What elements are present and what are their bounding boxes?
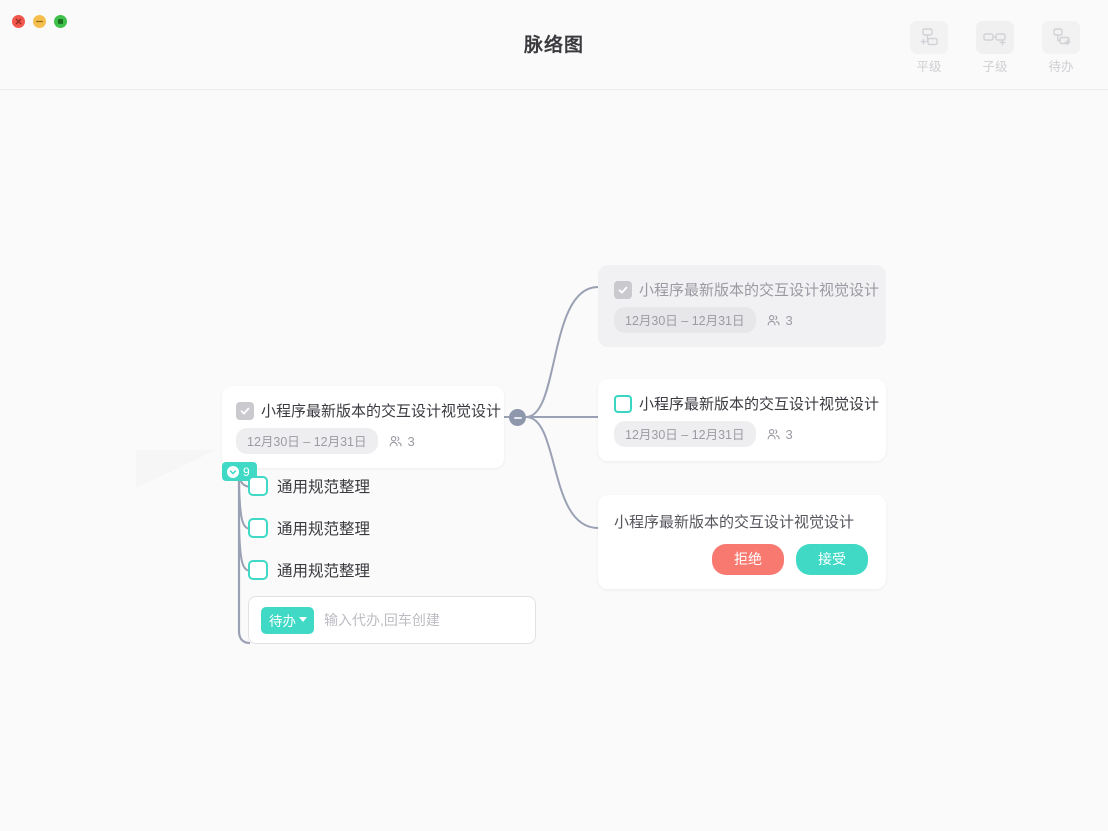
- minimize-window-button[interactable]: [33, 15, 46, 28]
- traffic-light-group: [12, 15, 67, 28]
- branch-card-meta: 12月30日 – 12月31日 3: [614, 421, 870, 447]
- branch-card-people-count: 3: [785, 426, 793, 442]
- new-todo-input[interactable]: 输入代办,回车创建: [324, 612, 440, 628]
- people-icon: [767, 428, 780, 439]
- check-circle-icon: [227, 465, 239, 478]
- branch-card-title: 小程序最新版本的交互设计视觉设计: [639, 396, 880, 413]
- invite-card-title-row: 小程序最新版本的交互设计视觉设计: [614, 511, 868, 532]
- branch-card-people: 3: [766, 313, 793, 328]
- main-node-date-range: 12月30日 – 12月31日: [236, 428, 378, 454]
- main-node-title-row: 小程序最新版本的交互设计视觉设计: [236, 400, 501, 421]
- branch-card-meta: 12月30日 – 12月31日 3: [614, 307, 870, 333]
- add-sibling-button[interactable]: 平级: [900, 20, 958, 76]
- subtask-checkbox[interactable]: [248, 518, 268, 538]
- subtask-label: 通用规范整理: [277, 563, 371, 580]
- invite-card-title: 小程序最新版本的交互设计视觉设计: [614, 514, 855, 531]
- sibling-node-add-icon: [910, 21, 948, 54]
- main-node-card[interactable]: 小程序最新版本的交互设计视觉设计 12月30日 – 12月31日 3: [222, 386, 504, 481]
- subtask-checkbox[interactable]: [248, 476, 268, 496]
- branch-card-checkbox[interactable]: [614, 280, 632, 299]
- invite-action-row: 拒绝 接受: [614, 544, 868, 575]
- branch-card-invite[interactable]: 小程序最新版本的交互设计视觉设计 拒绝 接受: [598, 495, 886, 589]
- accept-button[interactable]: 接受: [796, 544, 868, 575]
- subtask-label: 通用规范整理: [277, 479, 371, 496]
- add-child-label: 子级: [982, 60, 1008, 74]
- add-sibling-label: 平级: [916, 60, 942, 74]
- subtask-checkbox[interactable]: [248, 560, 268, 580]
- branch-card-date-range: 12月30日 – 12月31日: [614, 421, 756, 447]
- list-item[interactable]: 通用规范整理: [248, 559, 370, 581]
- todo-node-add-icon: [1042, 21, 1080, 54]
- people-icon: [767, 314, 780, 325]
- branch-card-people-count: 3: [785, 312, 793, 328]
- subtask-count-badge[interactable]: 9: [222, 462, 257, 481]
- page-title: 脉络图: [523, 35, 584, 56]
- branch-card-title: 小程序最新版本的交互设计视觉设计: [639, 282, 880, 299]
- new-todo-input-row[interactable]: 待办 输入代办,回车创建: [248, 596, 536, 644]
- title-bar: 脉络图 平级: [0, 0, 1108, 90]
- branch-card-checkbox[interactable]: [614, 394, 632, 413]
- subtask-count-value: 9: [243, 464, 250, 479]
- minus-icon: [513, 416, 522, 419]
- add-child-button[interactable]: 子级: [966, 20, 1024, 76]
- maximize-window-button[interactable]: [54, 15, 67, 28]
- child-node-add-icon: [976, 21, 1014, 54]
- main-node-title: 小程序最新版本的交互设计视觉设计: [261, 403, 502, 420]
- mindmap-canvas[interactable]: 小程序最新版本的交互设计视觉设计 12月30日 – 12月31日 3: [0, 91, 1108, 831]
- chevron-down-icon: [299, 617, 307, 622]
- main-node-people: 3: [388, 434, 415, 449]
- add-todo-button[interactable]: 待办: [1032, 20, 1090, 76]
- edge-lines: [237, 286, 600, 645]
- main-node-checkbox[interactable]: [236, 401, 254, 420]
- branch-card-completed[interactable]: 小程序最新版本的交互设计视觉设计 12月30日 – 12月31日 3: [598, 265, 886, 347]
- toolbar: 平级 子级: [900, 20, 1090, 76]
- branch-card-title-row: 小程序最新版本的交互设计视觉设计: [614, 393, 879, 414]
- subtask-label: 通用规范整理: [277, 521, 371, 538]
- branch-card-open[interactable]: 小程序最新版本的交互设计视觉设计 12月30日 – 12月31日 3: [598, 379, 886, 461]
- main-node-people-count: 3: [407, 433, 415, 449]
- todo-type-label: 待办: [269, 613, 296, 629]
- list-item[interactable]: 通用规范整理: [248, 475, 370, 497]
- branch-card-date-range: 12月30日 – 12月31日: [614, 307, 756, 333]
- branch-card-people: 3: [766, 427, 793, 442]
- add-todo-label: 待办: [1048, 60, 1074, 74]
- collapse-toggle-button[interactable]: [509, 409, 526, 426]
- todo-type-dropdown[interactable]: 待办: [261, 606, 314, 634]
- close-window-button[interactable]: [12, 15, 25, 28]
- main-node-meta: 12月30日 – 12月31日 3: [236, 428, 488, 454]
- canvas-shadow-artifact: [136, 450, 216, 488]
- reject-button[interactable]: 拒绝: [712, 544, 784, 575]
- list-item[interactable]: 通用规范整理: [248, 517, 370, 539]
- branch-card-title-row: 小程序最新版本的交互设计视觉设计: [614, 279, 879, 300]
- people-icon: [389, 435, 402, 446]
